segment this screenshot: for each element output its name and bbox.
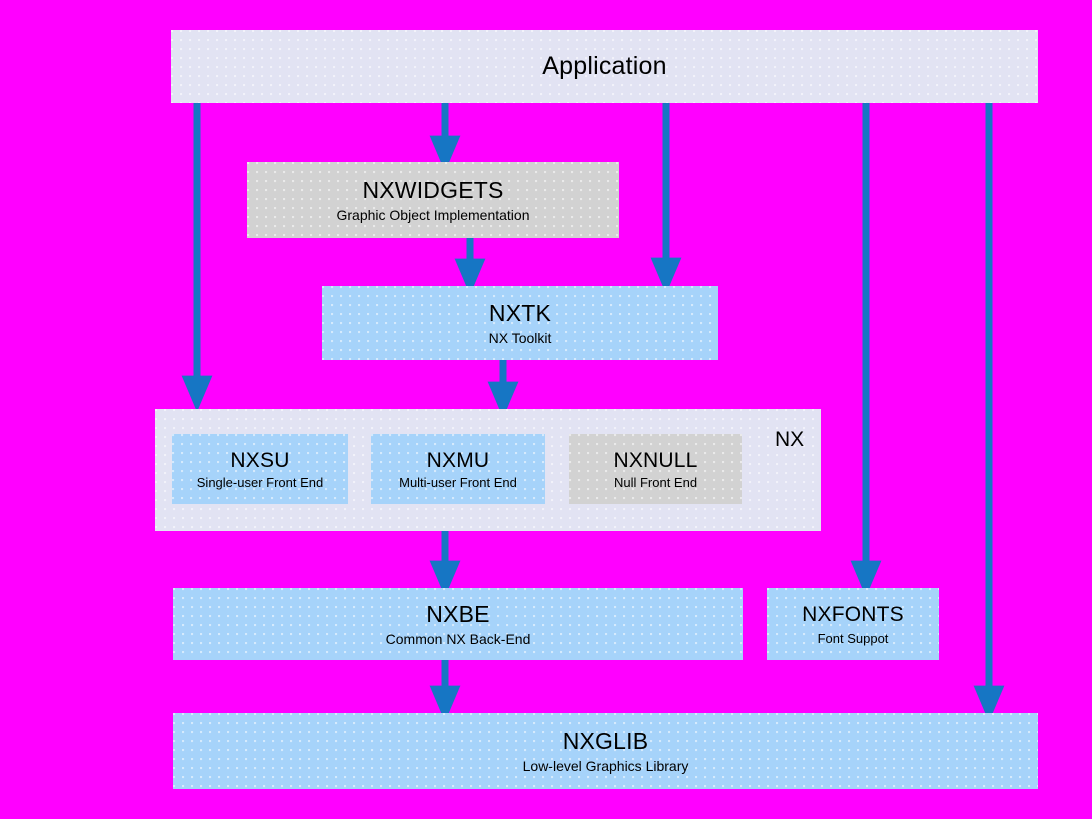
node-nxwidgets-subtitle: Graphic Object Implementation	[336, 206, 530, 223]
node-nxglib[interactable]: NXGLIB Low-level Graphics Library	[173, 713, 1038, 789]
node-nxnull-subtitle: Null Front End	[613, 474, 698, 490]
node-nxnull-title: NXNULL	[613, 448, 698, 472]
node-nxtk-title: NXTK	[488, 299, 552, 326]
node-nxsu-subtitle: Single-user Front End	[196, 474, 324, 490]
node-nxsu[interactable]: NXSU Single-user Front End	[172, 434, 348, 504]
node-nxmu-title: NXMU	[426, 448, 490, 472]
node-nxbe-title: NXBE	[426, 600, 490, 627]
node-application[interactable]: Application	[171, 30, 1038, 103]
node-nxwidgets-title: NXWIDGETS	[362, 176, 504, 203]
node-nxmu[interactable]: NXMU Multi-user Front End	[371, 434, 545, 504]
node-nxfonts[interactable]: NXFONTS Font Suppot	[767, 588, 939, 660]
node-nxwidgets[interactable]: NXWIDGETS Graphic Object Implementation	[247, 162, 619, 238]
node-nxtk[interactable]: NXTK NX Toolkit	[322, 286, 718, 360]
node-application-title: Application	[542, 52, 667, 80]
node-nxmu-subtitle: Multi-user Front End	[399, 474, 517, 490]
node-nxfonts-subtitle: Font Suppot	[817, 630, 889, 646]
node-nxbe-subtitle: Common NX Back-End	[385, 630, 531, 647]
node-nx-label: NX	[775, 428, 805, 451]
node-nxtk-subtitle: NX Toolkit	[488, 329, 552, 346]
node-nxfonts-title: NXFONTS	[802, 602, 904, 626]
node-nxglib-title: NXGLIB	[562, 727, 649, 754]
node-nxsu-title: NXSU	[230, 448, 290, 472]
node-nxbe[interactable]: NXBE Common NX Back-End	[173, 588, 743, 660]
node-nxnull[interactable]: NXNULL Null Front End	[569, 434, 742, 504]
node-nxglib-subtitle: Low-level Graphics Library	[522, 757, 689, 774]
